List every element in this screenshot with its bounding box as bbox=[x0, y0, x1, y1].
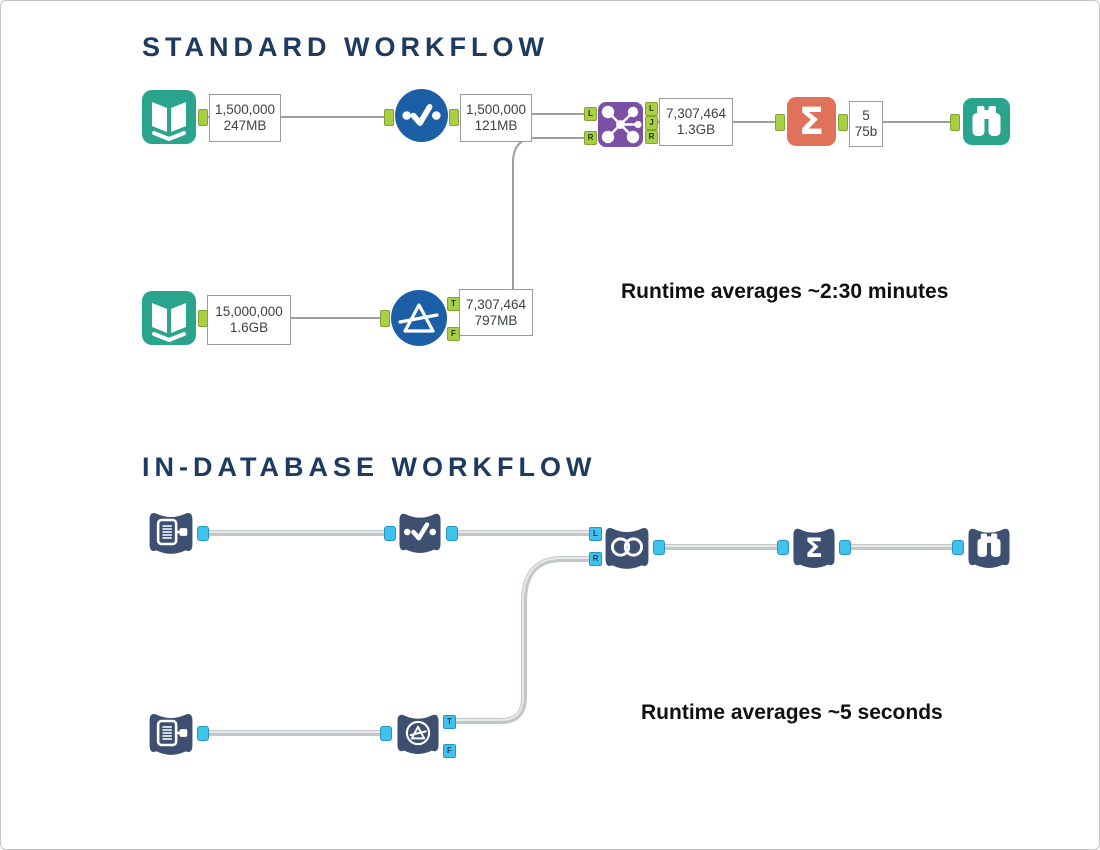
anchor-filter-output-true[interactable]: T bbox=[447, 297, 460, 311]
browse-tool[interactable] bbox=[962, 97, 1011, 146]
join-network-icon bbox=[598, 102, 643, 147]
join-tool[interactable] bbox=[597, 101, 644, 148]
anchor-out-indb-select[interactable] bbox=[446, 526, 458, 541]
open-book-icon bbox=[142, 291, 196, 345]
select-indb-tool[interactable] bbox=[397, 508, 443, 556]
anchor-join-input-left[interactable]: L bbox=[584, 107, 597, 121]
anchor-in-indb-summarize[interactable] bbox=[777, 540, 789, 555]
record-count: 7,307,464 bbox=[465, 296, 527, 312]
anchor-out-input2[interactable] bbox=[198, 310, 208, 327]
annotation-box-select: 1,500,000 121MB bbox=[460, 94, 532, 142]
anchor-in-indb-filter[interactable] bbox=[380, 726, 392, 741]
data-size: 247MB bbox=[223, 118, 267, 133]
input-data-tool-2[interactable] bbox=[141, 290, 197, 346]
anchor-indb-filter-output-true[interactable]: T bbox=[443, 715, 456, 729]
database-document-plug-icon bbox=[149, 513, 193, 554]
svg-text:Σ: Σ bbox=[805, 534, 823, 564]
anchor-out-indb-connect2[interactable] bbox=[197, 726, 209, 741]
anchor-out-select[interactable] bbox=[449, 109, 459, 126]
anchor-out-indb-join[interactable] bbox=[653, 540, 665, 555]
venn-circles-icon bbox=[605, 528, 649, 569]
connection-filter-join-R[interactable] bbox=[459, 137, 584, 304]
annotation-box-join: 7,307,464 1.3GB bbox=[659, 98, 733, 146]
funnel-icon bbox=[391, 290, 447, 346]
anchor-out-indb-connect1[interactable] bbox=[197, 526, 209, 541]
connect-indb-tool-2[interactable] bbox=[147, 708, 195, 758]
annotation-box-filter: 7,307,464 797MB bbox=[459, 289, 533, 336]
data-size: 121MB bbox=[474, 118, 518, 133]
wire-highlights bbox=[207, 531, 953, 733]
anchor-filter-output-false[interactable]: F bbox=[447, 327, 460, 341]
anchor-join-output-join[interactable]: J bbox=[645, 116, 658, 130]
data-size: 797MB bbox=[474, 312, 518, 328]
anchor-out-input1[interactable] bbox=[198, 109, 208, 126]
record-count: 7,307,464 bbox=[665, 106, 727, 121]
annotation-box-input1: 1,500,000 247MB bbox=[209, 94, 281, 142]
record-count: 15,000,000 bbox=[215, 304, 283, 319]
data-size: 1.6GB bbox=[229, 320, 269, 335]
connect-indb-tool-1[interactable] bbox=[147, 507, 195, 557]
annotation-box-input2: 15,000,000 1.6GB bbox=[207, 295, 291, 345]
record-count: 5 bbox=[862, 108, 870, 123]
summarize-tool[interactable]: Σ bbox=[786, 96, 837, 147]
record-count: 1,500,000 bbox=[214, 102, 276, 117]
anchor-join-output-left[interactable]: L bbox=[645, 102, 658, 116]
sigma-icon: Σ bbox=[787, 97, 836, 146]
indb-runtime-note: Runtime averages ~5 seconds bbox=[641, 701, 943, 724]
dots-check-icon bbox=[395, 89, 448, 142]
anchor-in-indb-select[interactable] bbox=[384, 526, 396, 541]
filter-tool[interactable] bbox=[391, 290, 447, 346]
svg-text:Σ: Σ bbox=[799, 100, 824, 143]
filter-indb-tool[interactable] bbox=[395, 708, 441, 758]
anchor-in-browse[interactable] bbox=[950, 114, 960, 131]
anchor-indb-filter-output-false[interactable]: F bbox=[443, 744, 456, 758]
input-data-tool-1[interactable] bbox=[141, 89, 197, 145]
data-size: 75b bbox=[854, 124, 878, 139]
anchor-out-summarize[interactable] bbox=[838, 114, 848, 131]
anchor-out-indb-summarize[interactable] bbox=[839, 540, 851, 555]
dots-check-icon bbox=[399, 513, 441, 553]
anchor-indb-join-input-left[interactable]: L bbox=[589, 527, 602, 541]
annotation-box-summarize: 5 75b bbox=[849, 101, 883, 147]
anchor-in-indb-browse[interactable] bbox=[952, 540, 964, 555]
record-count: 1,500,000 bbox=[465, 102, 527, 117]
binoculars-icon bbox=[963, 98, 1010, 145]
anchor-in-select[interactable] bbox=[384, 109, 394, 126]
standard-workflow-title: STANDARD WORKFLOW bbox=[142, 32, 549, 62]
funnel-icon bbox=[397, 714, 439, 754]
browse-indb-tool[interactable] bbox=[966, 521, 1012, 573]
anchor-indb-join-input-right[interactable]: R bbox=[589, 552, 602, 566]
anchor-in-filter[interactable] bbox=[380, 310, 390, 327]
anchor-in-summarize[interactable] bbox=[775, 114, 785, 131]
summarize-indb-tool[interactable]: Σ bbox=[791, 522, 837, 572]
database-document-plug-icon bbox=[149, 714, 193, 755]
join-indb-tool[interactable] bbox=[603, 521, 651, 573]
select-tool[interactable] bbox=[395, 89, 448, 142]
data-size: 1.3GB bbox=[676, 122, 716, 137]
binoculars-icon bbox=[968, 528, 1010, 568]
open-book-icon bbox=[142, 90, 196, 144]
anchor-join-output-right[interactable]: R bbox=[645, 130, 658, 144]
sigma-icon: Σ bbox=[793, 528, 835, 568]
standard-runtime-note: Runtime averages ~2:30 minutes bbox=[621, 280, 949, 303]
indb-workflow-title: IN-DATABASE WORKFLOW bbox=[142, 452, 597, 482]
anchor-join-input-right[interactable]: R bbox=[584, 131, 597, 145]
